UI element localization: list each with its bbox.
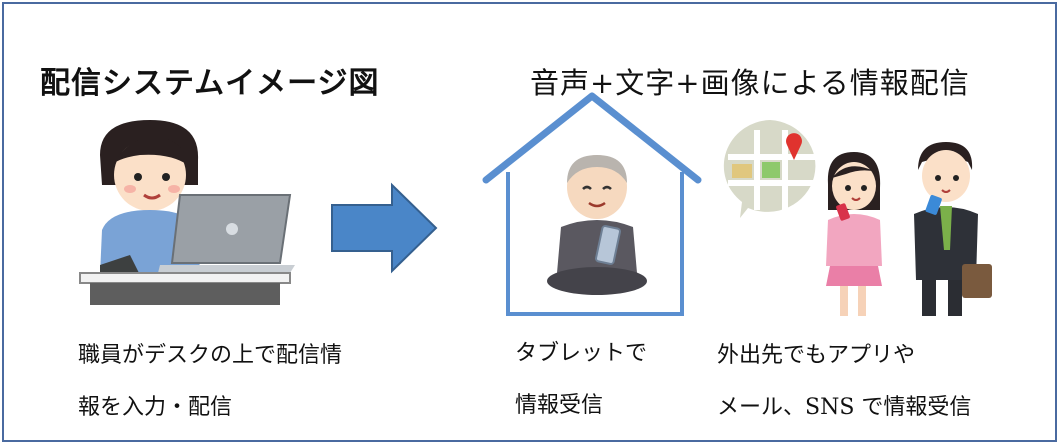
diagram-subtitle: 音声+文字+画像による情報配信: [530, 66, 970, 100]
elderly-with-tablet: [547, 155, 647, 295]
caption-staff-line-1: 職員がデスクの上で配信情: [78, 343, 343, 368]
man-with-phone: [914, 142, 992, 316]
caption-tablet-line-1: タブレットで: [515, 341, 648, 366]
caption-staff-line-2: 報を入力・配信: [78, 395, 233, 420]
arrow-right-icon: [331, 182, 438, 274]
caption-outside-line-2: メール、SNS で情報受信: [717, 395, 972, 420]
caption-tablet-line-2: 情報受信: [515, 393, 604, 418]
woman-with-phone: [826, 152, 882, 316]
caption-staff: 職員がデスクの上で配信情 報を入力・配信: [78, 330, 342, 434]
map-bubble-icon: [723, 120, 816, 218]
map-pin-icon: [786, 133, 802, 160]
caption-outside-line-1: 外出先でもアプリや: [717, 343, 916, 368]
caption-outside: 外出先でもアプリや メール、SNS で情報受信: [717, 330, 971, 434]
house-icon: [482, 92, 702, 316]
staff-at-laptop: [79, 120, 295, 305]
caption-tablet: タブレットで 情報受信: [515, 328, 647, 432]
diagram-title: 配信システムイメージ図: [40, 66, 380, 101]
